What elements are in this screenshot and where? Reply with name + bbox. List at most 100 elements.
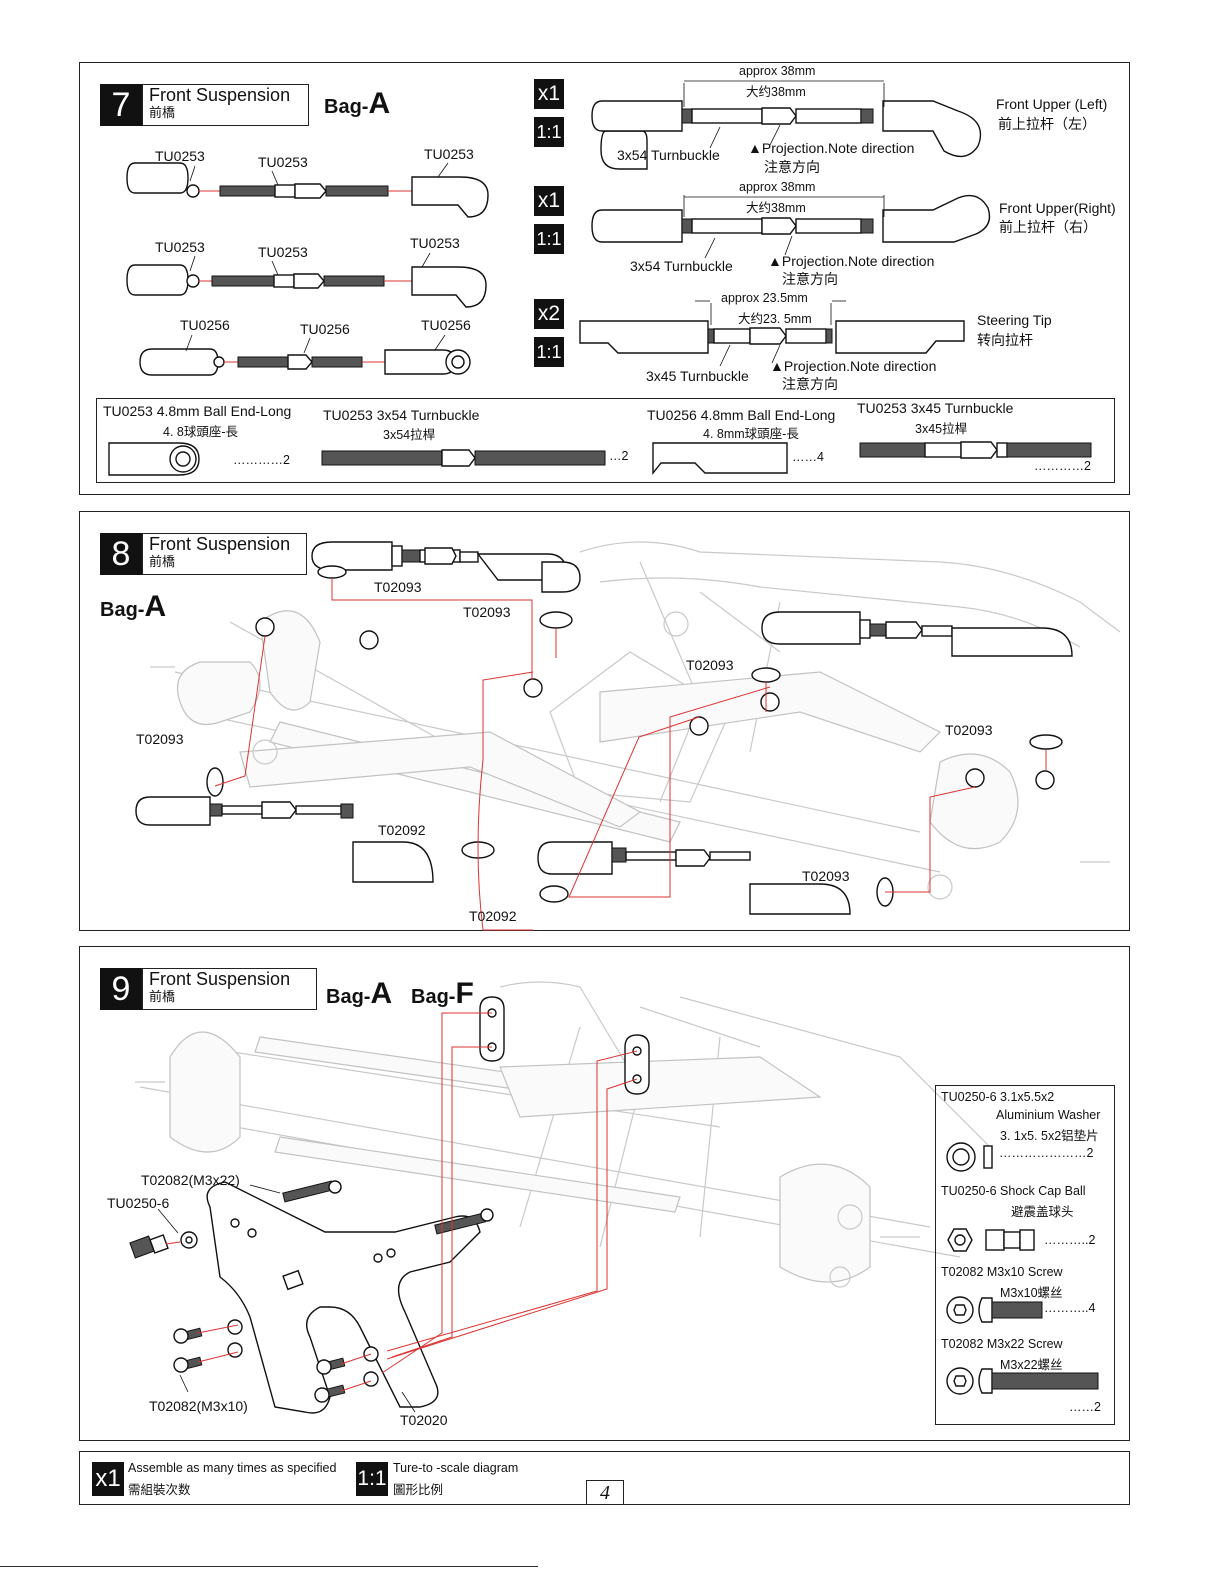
length-cn: 大约38mm (746, 201, 806, 215)
part-qty: …………………2 (999, 1146, 1094, 1160)
part-qty: …………2 (233, 453, 290, 467)
bottom-rule (0, 1566, 538, 1567)
step-8-drawing (135, 541, 1121, 931)
part-label: T02082(M3x10) (149, 1398, 248, 1414)
part-name-cn: 4. 8球頭座-長 (163, 425, 239, 439)
length-en: approx 38mm (739, 180, 816, 194)
step-title: Front Suspension 前橋 (142, 84, 309, 126)
note-en: ▲Projection.Note direction (748, 140, 915, 156)
bag-prefix: Bag- (324, 96, 369, 118)
diagram-2 (591, 194, 991, 259)
step-title-cn: 前橋 (149, 554, 176, 569)
part-name-en: TU0253 4.8mm Ball End-Long (103, 403, 292, 419)
part-label: TU0256 (180, 317, 230, 333)
note-cn: 注意方向 (764, 159, 820, 175)
step-title: Front Suspension 前橋 (142, 533, 307, 575)
step-8-panel: 8 Front Suspension 前橋 Bag-A T02093 T0209… (79, 511, 1130, 931)
part-qty: ……4 (792, 450, 824, 464)
part-name-en: TU0250-6 3.1x5.5x2 (941, 1090, 1055, 1104)
rod-row-1 (126, 162, 489, 218)
step-title-en: Front Suspension (149, 969, 291, 989)
note-en: ▲Projection.Note direction (768, 253, 935, 269)
ghost-chassis (150, 541, 1121, 900)
step-title-en: Front Suspension (149, 534, 291, 554)
count-badge: x1 (534, 186, 564, 216)
bag-label: Bag-A (324, 87, 390, 121)
bag-letter: A (370, 977, 393, 1010)
step-number: 9 (100, 968, 142, 1010)
legend-count-cn: 需組裝次数 (128, 1483, 191, 1497)
part-qty: …………2 (1034, 459, 1091, 473)
rod-row-3 (139, 348, 471, 376)
part-label: T02082(M3x22) (141, 1172, 240, 1188)
note-cn: 注意方向 (782, 376, 838, 392)
parts-box-drawing (108, 441, 1092, 476)
bag-letter: A (144, 590, 167, 623)
ghost-chassis (135, 981, 991, 1288)
scale-badge: 1:1 (534, 117, 564, 147)
part-name-en: T02082 M3x22 Screw (941, 1337, 1063, 1351)
rod-row-2 (126, 264, 487, 308)
length-en: approx 38mm (739, 64, 816, 78)
rod-name-cn: 转向拉杆 (977, 332, 1033, 348)
part-label: TU0253 (424, 146, 474, 162)
part-label: T02093 (374, 579, 422, 595)
step-number: 8 (100, 533, 142, 575)
bag-label: Bag-A (100, 590, 166, 624)
step-7-drawing (126, 80, 991, 376)
part-name-en: TU0253 3x45 Turnbuckle (857, 400, 1014, 416)
part-label: TU0256 (421, 317, 471, 333)
part-label: TU0250-6 (107, 1195, 170, 1211)
part-name-cn: M3x10螺丝 (1000, 1286, 1063, 1300)
rod-name-cn: 前上拉杆（右） (999, 219, 1097, 235)
parts-box-drawing (946, 1142, 1099, 1395)
rod-name-en: Front Upper (Left) (996, 96, 1108, 112)
step-title-en: Front Suspension (149, 85, 291, 105)
part-name-en: TU0256 4.8mm Ball End-Long (647, 407, 836, 423)
part-name-cn: M3x22螺丝 (1000, 1358, 1063, 1372)
part-name-cn: 避震盖球头 (1011, 1205, 1074, 1219)
step-title: Front Suspension 前橋 (142, 968, 317, 1010)
parts-box: TU0253 4.8mm Ball End-Long 4. 8球頭座-長 ………… (96, 398, 1115, 483)
diagram-1 (591, 80, 982, 170)
legend-count-en: Assemble as many times as specified (128, 1461, 337, 1475)
part-name-cn: 3x45拉桿 (915, 422, 968, 436)
upper-rod-right (761, 611, 1073, 657)
part-label: T02093 (945, 722, 993, 738)
rod-name-en: Steering Tip (977, 312, 1052, 328)
part-qty: ……2 (1069, 1400, 1101, 1414)
legend-scale-cn: 圖形比例 (393, 1483, 444, 1497)
note-cn: 注意方向 (782, 271, 838, 287)
part-label: TU0253 (155, 239, 205, 255)
legend-count-badge: x1 (92, 1462, 124, 1496)
part-label: T02093 (136, 731, 184, 747)
step-9-panel: 9 Front Suspension 前橋 Bag-A Bag-F T02082… (79, 946, 1130, 1441)
count-badge: x2 (534, 299, 564, 329)
legend-bar: x1 Assemble as many times as specified 需… (79, 1451, 1130, 1505)
part-name-en: TU0253 3x54 Turnbuckle (323, 407, 480, 423)
part-name-en-2: Aluminium Washer (996, 1108, 1101, 1122)
step-title-cn: 前橋 (149, 989, 176, 1004)
scale-badge: 1:1 (534, 224, 564, 254)
legend-scale-en: Ture-to -scale diagram (393, 1461, 519, 1475)
bag-letter: F (455, 977, 474, 1010)
part-label: TU0253 (258, 244, 308, 260)
scale-badge: 1:1 (534, 337, 564, 367)
part-label: TU0253 (410, 235, 460, 251)
bag-letter: A (368, 87, 391, 120)
step-title-cn: 前橋 (149, 105, 176, 120)
diagram-3 (579, 300, 965, 367)
part-label: T02093 (463, 604, 511, 620)
turnbuckle-label: 3x54 Turnbuckle (617, 147, 720, 163)
part-label: TU0253 (258, 154, 308, 170)
part-label: T02092 (469, 908, 517, 924)
part-name-cn: 4. 8mm球頭座-長 (703, 427, 799, 441)
part-label: TU0256 (300, 321, 350, 337)
legend-scale-badge: 1:1 (356, 1462, 388, 1496)
step-number: 7 (100, 84, 142, 126)
bag-prefix: Bag- (411, 986, 456, 1008)
page-number: 4 (600, 1482, 610, 1504)
part-label: T02093 (686, 657, 734, 673)
note-en: ▲Projection.Note direction (770, 358, 937, 374)
turnbuckle-label: 3x54 Turnbuckle (630, 258, 733, 274)
